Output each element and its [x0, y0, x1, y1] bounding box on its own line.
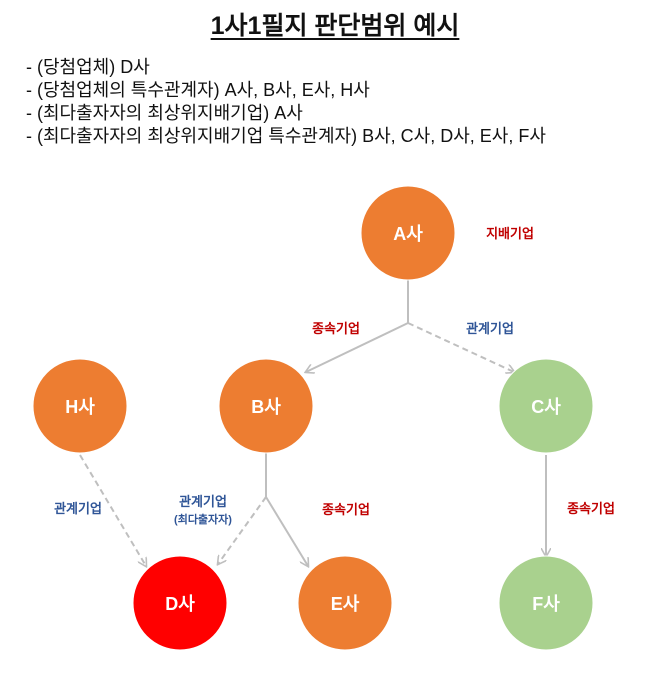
svg-text:A사: A사 [393, 224, 423, 244]
node-b: B사 [218, 358, 314, 454]
bullet-list: - (당첨업체) D사 - (당첨업체의 특수관계자) A사, B사, E사, … [26, 56, 546, 148]
svg-text:B사: B사 [251, 397, 281, 417]
svg-text:H사: H사 [65, 397, 95, 417]
svg-text:C사: C사 [531, 397, 561, 417]
bullet-item: - (최다출자자의 최상위지배기업) A사 [26, 103, 303, 123]
bullet-item: - (당첨업체의 특수관계자) A사, B사, E사, H사 [26, 80, 370, 100]
label-b-to-d: 관계기업 [179, 494, 227, 509]
node-e: E사 [297, 555, 393, 651]
svg-text:F사: F사 [532, 594, 560, 614]
node-a: A사 [360, 185, 456, 281]
label-a-to-c: 관계기업 [466, 321, 514, 336]
label-h-to-d: 관계기업 [54, 501, 102, 516]
node-f: F사 [498, 555, 594, 651]
label-a-to-b: 종속기업 [312, 321, 360, 336]
edge-b-to-d [218, 496, 267, 564]
edge-h-to-d [79, 454, 146, 566]
label-a-role: 지배기업 [486, 226, 534, 241]
bullet-item: - (최다출자자의 최상위지배기업 특수관계자) B사, C사, D사, E사,… [26, 126, 546, 146]
node-h: H사 [32, 358, 128, 454]
bullet-item: - (당첨업체) D사 [26, 57, 150, 77]
node-c: C사 [498, 358, 594, 454]
edge-b-to-e [265, 496, 308, 566]
svg-text:E사: E사 [331, 594, 360, 614]
label-c-to-f: 종속기업 [567, 501, 615, 516]
page-title: 1사1필지 판단범위 예시 [210, 12, 460, 40]
label-b-to-d-note: (최다출자자) [174, 512, 232, 526]
node-d: D사 [132, 555, 228, 651]
svg-text:D사: D사 [165, 594, 195, 614]
edge-a-to-b [306, 322, 409, 372]
label-b-to-e: 종속기업 [322, 502, 370, 517]
